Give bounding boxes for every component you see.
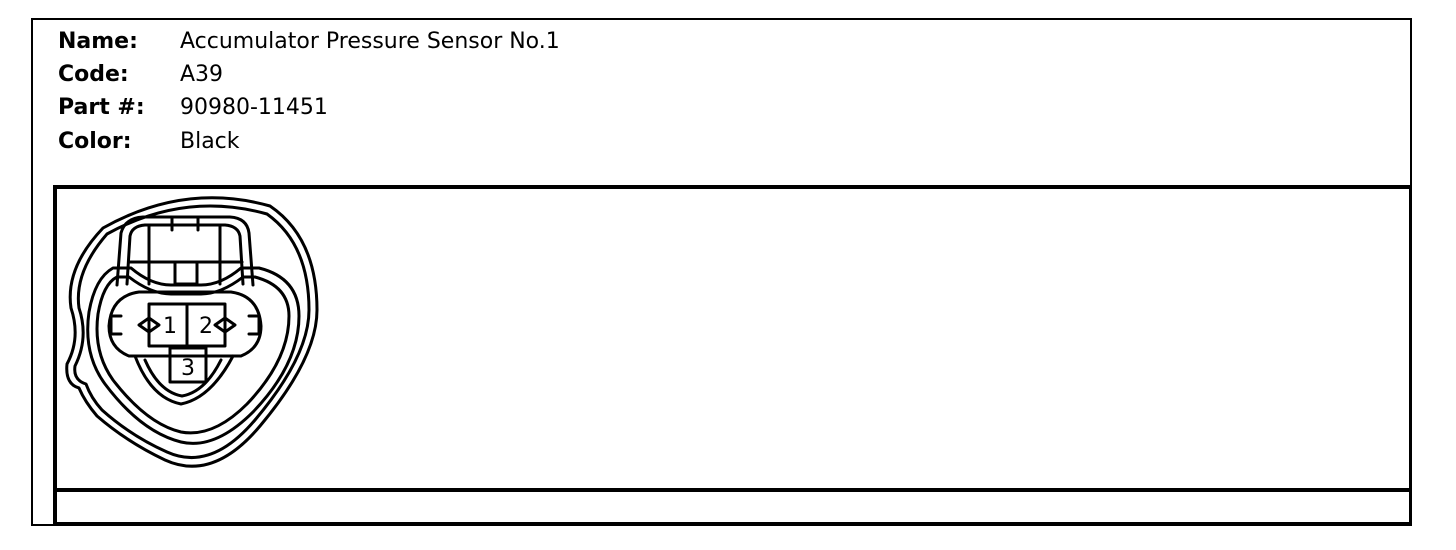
color-label: Color: [58, 129, 132, 154]
right-polarity-arrow [213, 316, 237, 334]
connector-diagram-panel [53, 185, 1412, 526]
left-lock-tab [109, 314, 123, 336]
connector-face-drawing: 1 2 3 [65, 196, 319, 468]
pin-cavity-2 [185, 302, 227, 348]
name-label: Name: [58, 29, 138, 54]
lower-shoulder-inner [143, 358, 223, 398]
diagram-divider [53, 488, 1412, 492]
lower-shoulder-outer [133, 354, 235, 406]
diagram-footer-cell [57, 492, 1408, 522]
insert-outline [107, 290, 263, 358]
name-value: Accumulator Pressure Sensor No.1 [180, 29, 560, 54]
pin-cavity-3 [168, 346, 208, 384]
shell-outer [86, 266, 301, 445]
latch-outer [115, 215, 255, 287]
housing-outer-outline [65, 196, 319, 468]
code-label: Code: [58, 62, 129, 87]
latch-center-block [173, 260, 199, 286]
pin-3-label: 3 [181, 356, 195, 381]
part-number-value: 90980-11451 [180, 95, 328, 120]
right-lock-tab [247, 314, 261, 336]
left-polarity-arrow [137, 316, 161, 334]
housing-inner-outline [73, 204, 311, 460]
pin-2-label: 2 [199, 314, 213, 339]
pin-1-label: 1 [163, 314, 177, 339]
code-value: A39 [180, 62, 224, 87]
part-number-label: Part #: [58, 95, 145, 120]
latch-inner [125, 223, 245, 286]
color-value: Black [180, 129, 240, 154]
